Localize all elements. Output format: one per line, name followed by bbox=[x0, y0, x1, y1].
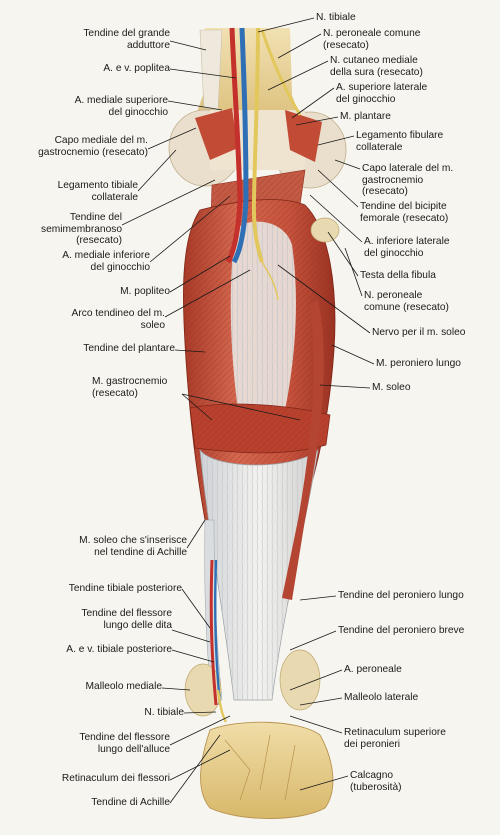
label-n-tibiale-alto: N. tibiale bbox=[316, 12, 356, 23]
label-a-v-tibiale-posteriore: A. e v. tibiale posteriore bbox=[66, 644, 172, 655]
leader-line bbox=[289, 715, 343, 734]
label-arco-tendineo-soleo: Arco tendineo del m. soleo bbox=[71, 308, 165, 331]
label-malleolo-laterale: Malleolo laterale bbox=[344, 692, 419, 703]
label-a-inferiore-laterale-ginocchio: A. inferiore laterale del ginocchio bbox=[364, 236, 450, 259]
label-a-mediale-superiore-ginocchio: A. mediale superiore del ginocchio bbox=[74, 95, 168, 118]
gastro-lateral-head-resected bbox=[285, 110, 322, 162]
label-a-mediale-inferiore-ginocchio: A. mediale inferiore del ginocchio bbox=[62, 250, 150, 273]
tibial-nerve-shape bbox=[251, 27, 264, 263]
leader-line bbox=[295, 116, 339, 126]
label-m-soleo-achille: M. soleo che s'inserisce nel tendine di … bbox=[79, 535, 187, 558]
leader-line bbox=[291, 87, 335, 119]
leader-line bbox=[137, 149, 177, 192]
tendon-adductor-shape bbox=[199, 29, 223, 111]
leader-line bbox=[317, 135, 355, 146]
label-tendine-flessore-lungo-dita: Tendine del flessore lungo delle dita bbox=[81, 608, 172, 631]
label-tendine-plantare: Tendine del plantare bbox=[83, 343, 175, 354]
label-m-soleo: M. soleo bbox=[372, 382, 411, 393]
popliteal-artery-shape bbox=[225, 27, 243, 264]
label-n-cutaneo-mediale-sura: N. cutaneo mediale della sura (resecato) bbox=[330, 55, 423, 78]
leader-line bbox=[169, 749, 231, 781]
leader-line bbox=[289, 669, 343, 691]
leader-line bbox=[121, 179, 216, 226]
label-capo-mediale-gastrocnemio: Capo mediale del m. gastrocnemio (reseca… bbox=[38, 135, 148, 158]
leader-line bbox=[257, 17, 315, 33]
leader-line bbox=[299, 775, 349, 791]
peroneus-longus-shape bbox=[282, 300, 324, 600]
leader-line bbox=[174, 349, 206, 353]
label-tendine-semimembranoso: Tendine del semimembranoso (resecato) bbox=[41, 212, 122, 246]
label-n-peroneale-comune-resecato-alto: N. peroneale comune (resecato) bbox=[323, 28, 421, 51]
leader-line bbox=[267, 60, 329, 91]
label-tendine-achille: Tendine di Achille bbox=[91, 797, 170, 808]
label-tendine-grande-adduttore: Tendine del grande adduttore bbox=[83, 28, 170, 51]
leader-line bbox=[169, 68, 237, 79]
leader-line bbox=[161, 687, 191, 691]
label-a-v-poplitea: A. e v. poplitea bbox=[103, 63, 170, 74]
label-legamento-fibulare-collaterale: Legamento fibulare collaterale bbox=[356, 130, 444, 153]
label-retinaculum-superiore-peronieri: Retinaculum superiore dei peronieri bbox=[344, 727, 446, 750]
label-capo-laterale-gastrocnemio: Capo laterale del m. gastrocnemio (resec… bbox=[362, 163, 454, 197]
leader-line bbox=[299, 595, 337, 601]
label-m-peroniero-lungo: M. peroniero lungo bbox=[376, 358, 461, 369]
label-tendine-peroniero-lungo: Tendine del peroniero lungo bbox=[338, 590, 464, 601]
leader-line bbox=[277, 264, 371, 334]
leader-line bbox=[147, 127, 197, 150]
label-calcagno-tuberosita: Calcagno (tuberosità) bbox=[350, 770, 402, 793]
label-testa-fibula: Testa della fibula bbox=[360, 270, 436, 281]
label-m-plantare: M. plantare bbox=[340, 111, 391, 122]
leader-line bbox=[149, 195, 231, 263]
leader-line bbox=[289, 630, 337, 651]
leader-line bbox=[186, 519, 206, 549]
lateral-malleolus-shape bbox=[279, 649, 321, 711]
leader-line bbox=[169, 715, 231, 746]
leader-line bbox=[309, 194, 363, 243]
leader-line bbox=[277, 33, 322, 59]
leader-line bbox=[317, 169, 359, 208]
gastro-medial-head-resected bbox=[195, 108, 238, 160]
fibula-head-shape bbox=[310, 217, 340, 243]
label-m-popliteo: M. popliteo bbox=[120, 286, 170, 297]
leader-line bbox=[331, 344, 375, 365]
label-malleolo-mediale: Malleolo mediale bbox=[85, 681, 162, 692]
label-legamento-tibiale-collaterale: Legamento tibiale collaterale bbox=[57, 180, 138, 203]
posterior-tibial-vessels-shape bbox=[209, 559, 218, 706]
leader-line bbox=[319, 384, 371, 389]
leader-line bbox=[183, 711, 217, 714]
tibial-nerve-low-shape bbox=[216, 689, 228, 723]
leader-line bbox=[169, 255, 231, 293]
leader-line bbox=[181, 393, 213, 421]
leader-line bbox=[327, 231, 359, 277]
common-peroneal-nerve-shape bbox=[260, 29, 302, 116]
label-a-superiore-laterale-ginocchio: A. superiore laterale del ginocchio bbox=[336, 82, 428, 105]
label-n-tibiale-basso: N. tibiale bbox=[144, 707, 184, 718]
leader-line bbox=[181, 588, 211, 629]
label-a-peroneale: A. peroneale bbox=[344, 664, 402, 675]
leader-line bbox=[171, 629, 211, 643]
leader-line bbox=[171, 649, 215, 663]
leader-line bbox=[164, 269, 251, 318]
label-retinaculum-flessori: Retinaculum dei flessori bbox=[61, 773, 170, 784]
label-m-gastrocnemio-resecato: M. gastrocnemio (resecato) bbox=[92, 376, 168, 399]
label-tendine-peroniero-breve: Tendine del peroniero breve bbox=[338, 625, 465, 636]
label-tendine-tibiale-posteriore: Tendine tibiale posteriore bbox=[68, 583, 182, 594]
leader-line bbox=[169, 40, 207, 51]
leader-line bbox=[299, 697, 343, 706]
label-tendine-flessore-lungo-alluce: Tendine del flessore lungo dell'alluce bbox=[79, 732, 170, 755]
soleus-nerve-shape bbox=[261, 261, 279, 301]
leader-line bbox=[181, 393, 301, 421]
popliteal-vein-shape bbox=[231, 27, 249, 264]
label-nervo-m-soleo: Nervo per il m. soleo bbox=[372, 327, 466, 338]
leader-line bbox=[344, 247, 363, 297]
label-tendine-bicipite-femorale: Tendine del bicipite femorale (resecato) bbox=[360, 201, 449, 224]
calcaneus-shape bbox=[200, 721, 334, 819]
leader-line bbox=[169, 734, 221, 804]
leader-line bbox=[334, 159, 361, 170]
leader-line bbox=[167, 100, 223, 111]
label-n-peroneale-comune-resecato-basso: N. peroneale comune (resecato) bbox=[364, 290, 449, 313]
